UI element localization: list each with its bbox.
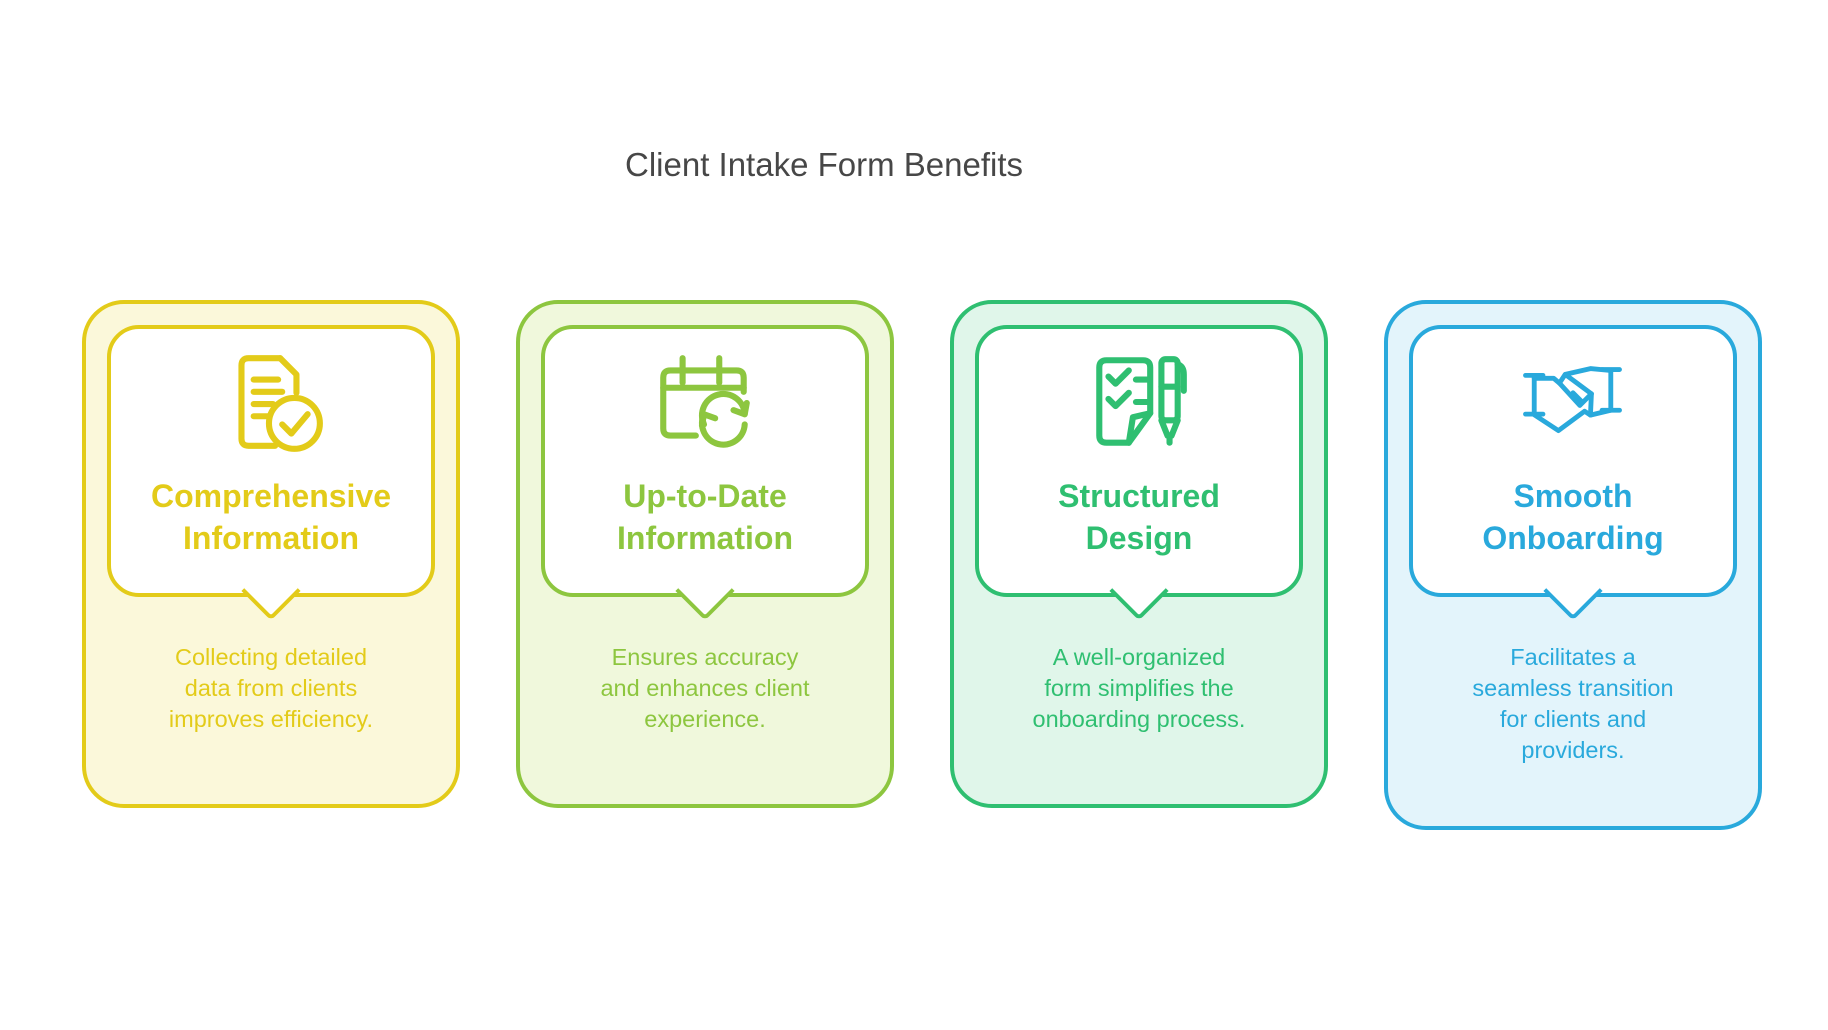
card-description: Collecting detailed data from clients im… [168, 644, 374, 732]
speech-bubble: Up-to-Date Information [541, 325, 869, 621]
card-title: Structured Design [1058, 478, 1220, 556]
speech-bubble: Comprehensive Information [107, 325, 435, 621]
card-title: Up-to-Date Information [617, 478, 793, 556]
calendar-refresh-icon [660, 355, 750, 448]
handshake-icon [1523, 365, 1622, 433]
bubble-tail [675, 561, 735, 621]
page-title: Client Intake Form Benefits [625, 146, 1023, 183]
card-title: Comprehensive Information [150, 478, 392, 556]
checklist-pen-icon [1096, 356, 1187, 446]
bubble-tail [1109, 561, 1169, 621]
card-description: Ensures accuracy and enhances client exp… [600, 644, 810, 732]
icon-box [215, 343, 327, 461]
benefit-card-up-to-date-information: Up-to-Date Information Ensures accuracy … [516, 300, 894, 808]
icon-box [649, 343, 761, 461]
icon-box [1510, 343, 1636, 461]
speech-bubble: Smooth Onboarding [1409, 325, 1737, 621]
benefit-card-comprehensive-information: Comprehensive Information Collecting det… [82, 300, 460, 808]
document-check-icon [238, 355, 323, 452]
speech-bubble: Structured Design [975, 325, 1303, 621]
benefit-card-smooth-onboarding: Smooth Onboarding Facilitates a seamless… [1384, 300, 1762, 830]
icon-box [1083, 343, 1195, 461]
benefit-card-structured-design: Structured Design A well-organized form … [950, 300, 1328, 808]
card-title: Smooth Onboarding [1482, 478, 1664, 556]
bubble-tail [241, 561, 301, 621]
card-description: A well-organized form simplifies the onb… [1032, 644, 1246, 732]
bubble-tail [1543, 561, 1603, 621]
card-description: Facilitates a seamless transition for cl… [1472, 644, 1674, 763]
